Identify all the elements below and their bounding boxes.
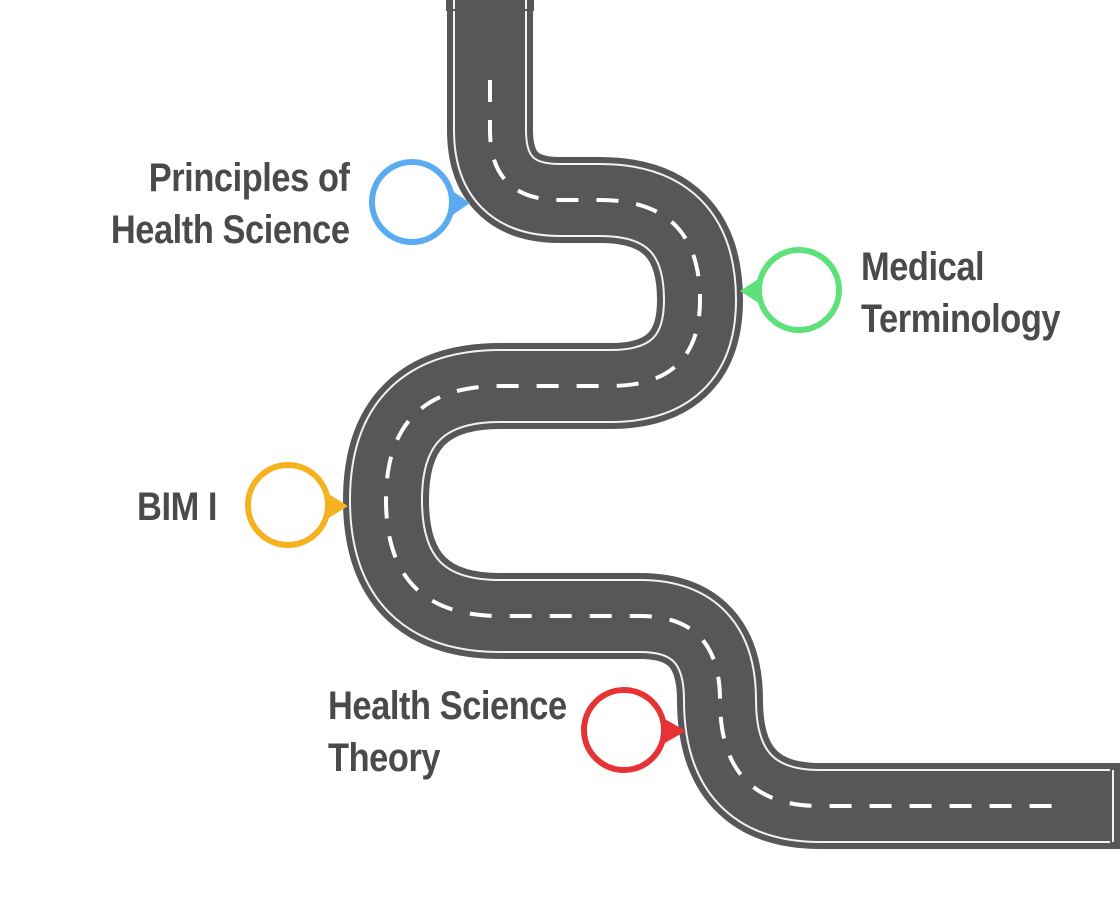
stage-label-line: Health Science — [111, 208, 350, 252]
road-top-cap — [446, 0, 534, 11]
stage-label-line: BIM I — [136, 485, 217, 529]
stage-label-line: Principles of — [149, 156, 350, 200]
stage-marker-medical — [740, 247, 842, 333]
pointer-triangle-icon — [663, 718, 686, 744]
pointer-triangle-icon — [740, 278, 760, 304]
circle-marker-icon — [369, 159, 455, 245]
stage-label-line: Health Science — [328, 684, 567, 728]
stage-label-health-science-theory: Health Science Theory — [328, 680, 567, 784]
road-end-line — [1112, 770, 1114, 842]
pointer-triangle-icon — [327, 493, 348, 519]
road-center-dashes — [383, 80, 1060, 808]
stage-label-medical-terminology: Medical Terminology — [861, 241, 1061, 345]
circle-marker-icon — [581, 687, 667, 773]
stage-label-bim-i: BIM I — [137, 481, 217, 533]
road — [343, 0, 1120, 849]
circle-marker-icon — [756, 247, 842, 333]
stage-marker-principles — [369, 159, 470, 245]
stage-label-line: Theory — [328, 736, 441, 780]
pointer-triangle-icon — [451, 190, 470, 216]
stage-marker-theory — [581, 687, 686, 773]
circle-marker-icon — [245, 462, 331, 548]
road-end-cap — [1110, 763, 1120, 849]
stage-label-line: Terminology — [861, 297, 1061, 341]
stage-marker-bim — [245, 462, 348, 548]
stage-label-principles-of-health-science: Principles of Health Science — [111, 152, 350, 256]
stage-label-line: Medical — [861, 245, 985, 289]
